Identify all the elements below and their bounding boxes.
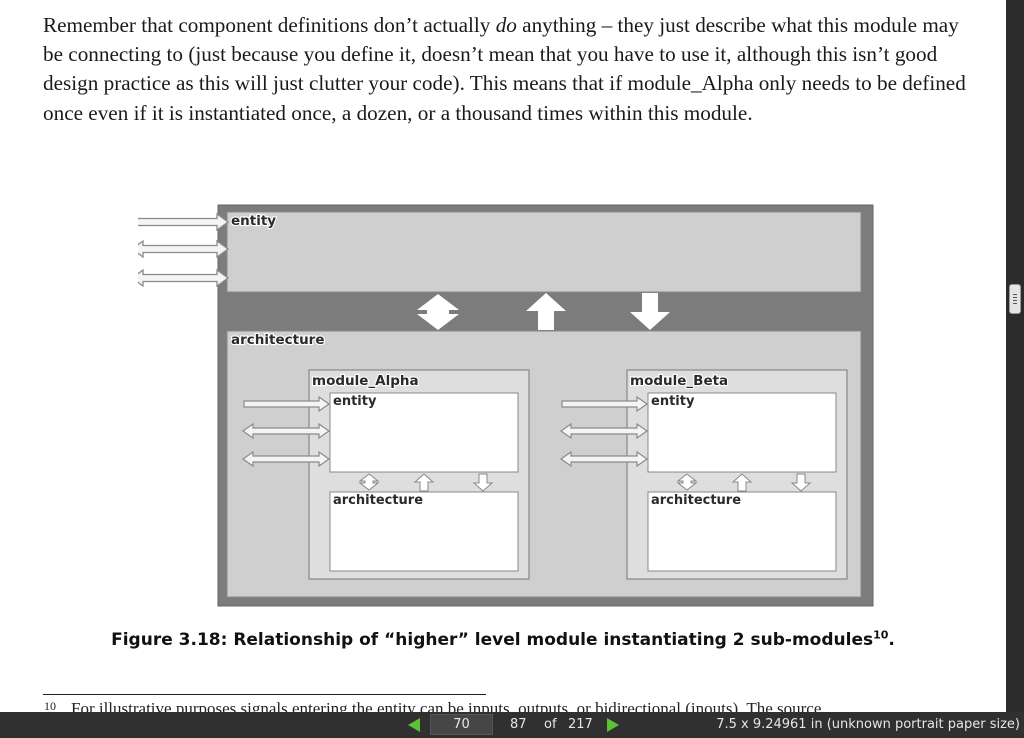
module-hierarchy-figure: entity architecture module_Alpha entity … bbox=[138, 204, 874, 607]
document-page: Remember that component definitions don’… bbox=[0, 11, 1006, 712]
outer-entity-label: entity bbox=[231, 213, 276, 229]
footnote-number: 10 bbox=[44, 699, 56, 712]
module-beta-architecture-label: architecture bbox=[651, 493, 741, 508]
caption-period: . bbox=[888, 630, 895, 650]
footnote-text: For illustrative purposes signals enteri… bbox=[71, 699, 822, 712]
outer-entity-box bbox=[226, 211, 862, 293]
scrollbar-thumb[interactable] bbox=[1009, 284, 1021, 314]
body-paragraph: Remember that component definitions don’… bbox=[43, 11, 968, 128]
previous-page-arrow-icon[interactable] bbox=[408, 718, 420, 732]
outer-architecture-label: architecture bbox=[231, 332, 325, 348]
vertical-scrollbar[interactable] bbox=[1006, 0, 1024, 712]
paragraph-emphasis: do bbox=[495, 13, 517, 37]
paragraph-text-start: Remember that component definitions don’… bbox=[43, 13, 496, 37]
paragraph-text-end: anything – they just describe what this … bbox=[43, 13, 966, 125]
module-beta-entity-label: entity bbox=[651, 394, 695, 409]
outer-bidir-vertical-arrow bbox=[417, 294, 459, 330]
caption-text: Figure 3.18: Relationship of “higher” le… bbox=[111, 630, 874, 650]
total-pages: 217 bbox=[568, 717, 593, 732]
module-alpha-architecture-label: architecture bbox=[333, 493, 423, 508]
module-beta-title: module_Beta bbox=[630, 373, 728, 389]
module-alpha-entity-label: entity bbox=[333, 394, 377, 409]
status-bar: 70 87 of 217 7.5 x 9.24961 in (unknown p… bbox=[0, 712, 1024, 738]
figure-caption: Figure 3.18: Relationship of “higher” le… bbox=[0, 628, 1006, 650]
module-alpha-title: module_Alpha bbox=[312, 373, 419, 389]
module-beta: module_Beta entity architecture bbox=[560, 369, 848, 580]
next-page-arrow-icon[interactable] bbox=[607, 718, 619, 732]
footnote-rule bbox=[43, 694, 486, 695]
current-page-input[interactable]: 70 bbox=[430, 714, 493, 735]
module-alpha: module_Alpha entity architecture bbox=[242, 369, 530, 580]
outer-down-arrow bbox=[630, 293, 670, 330]
outer-up-arrow bbox=[526, 293, 566, 330]
outer-bidir-arrow-2 bbox=[138, 269, 229, 287]
caption-footnote-ref[interactable]: 10 bbox=[873, 628, 889, 642]
paper-size-label: 7.5 x 9.24961 in (unknown portrait paper… bbox=[716, 717, 1020, 732]
outer-input-arrow bbox=[138, 213, 229, 231]
page-of-text: of bbox=[544, 717, 557, 732]
page-label: 87 bbox=[510, 717, 527, 732]
outer-bidir-arrow-1 bbox=[138, 240, 229, 258]
